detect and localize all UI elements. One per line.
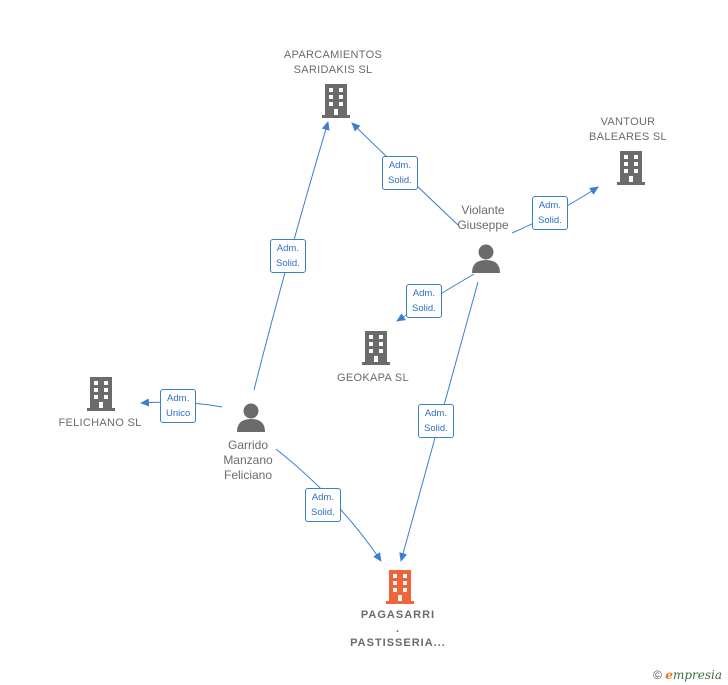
copyright-icon: © [653, 668, 662, 682]
building-icon[interactable] [362, 331, 390, 365]
edge-label-garrido-aparcamientos[interactable]: Adm. Solid. [270, 239, 306, 273]
person-icon[interactable] [472, 244, 500, 274]
node-label-geokapa[interactable]: GEOKAPA SL [337, 372, 409, 384]
building-icon[interactable] [386, 570, 414, 604]
edge-label-garrido-pagasarri[interactable]: Adm. Solid. [305, 488, 341, 522]
edge-label-violante-geokapa[interactable]: Adm. Solid. [406, 284, 442, 318]
node-label-pagasarri[interactable]: PAGASARRI . PASTISSERIA... [350, 609, 446, 649]
node-label-felichano[interactable]: FELICHANO SL [58, 417, 142, 429]
building-icon[interactable] [87, 377, 115, 411]
building-icon[interactable] [322, 84, 350, 118]
person-icon[interactable] [237, 403, 265, 433]
node-label-aparcamientos[interactable]: APARCAMIENTOS SARIDAKIS SL [283, 49, 383, 76]
node-label-garrido[interactable]: Garrido Manzano Feliciano [223, 438, 273, 482]
building-icon[interactable] [617, 151, 645, 185]
empresia-logo: empresia [665, 668, 722, 682]
node-label-vantour[interactable]: VANTOUR BALEARES SL [589, 116, 667, 143]
edge-label-garrido-felichano[interactable]: Adm. Unico [160, 389, 197, 423]
edge-label-violante-aparcamientos[interactable]: Adm. Solid. [382, 156, 418, 190]
copyright-notice: © empresia [653, 668, 722, 682]
node-label-violante[interactable]: Violante Giuseppe [457, 203, 509, 232]
edge-label-violante-pagasarri[interactable]: Adm. Solid. [418, 404, 454, 438]
edge-label-violante-vantour[interactable]: Adm. Solid. [532, 196, 568, 230]
